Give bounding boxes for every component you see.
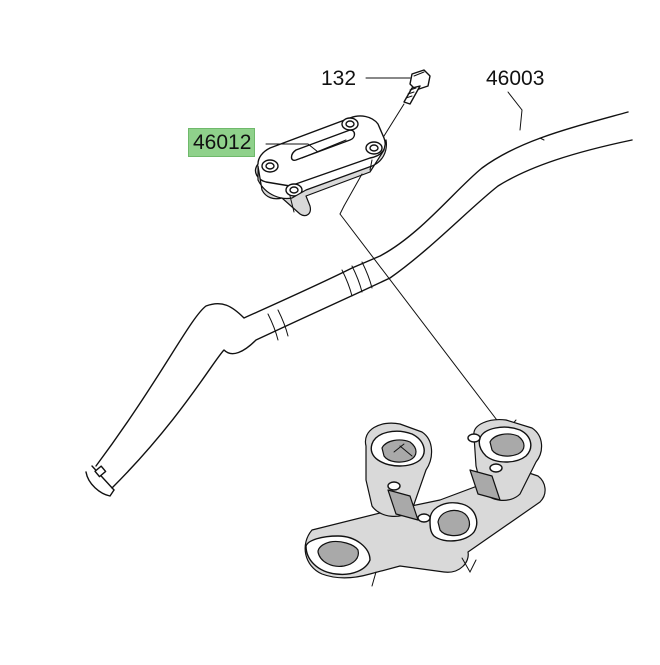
steering-stem-clamp-drawing — [304, 419, 546, 587]
handlebar-holder-drawing — [254, 115, 387, 217]
part-number-handlebar[interactable]: 46003 — [486, 67, 545, 90]
handlebar-drawing — [85, 111, 633, 497]
part-number-bolt[interactable]: 132 — [321, 67, 357, 90]
part-number-handlebar-holder[interactable]: 46012 — [188, 128, 256, 157]
bolt-drawing — [403, 69, 431, 105]
